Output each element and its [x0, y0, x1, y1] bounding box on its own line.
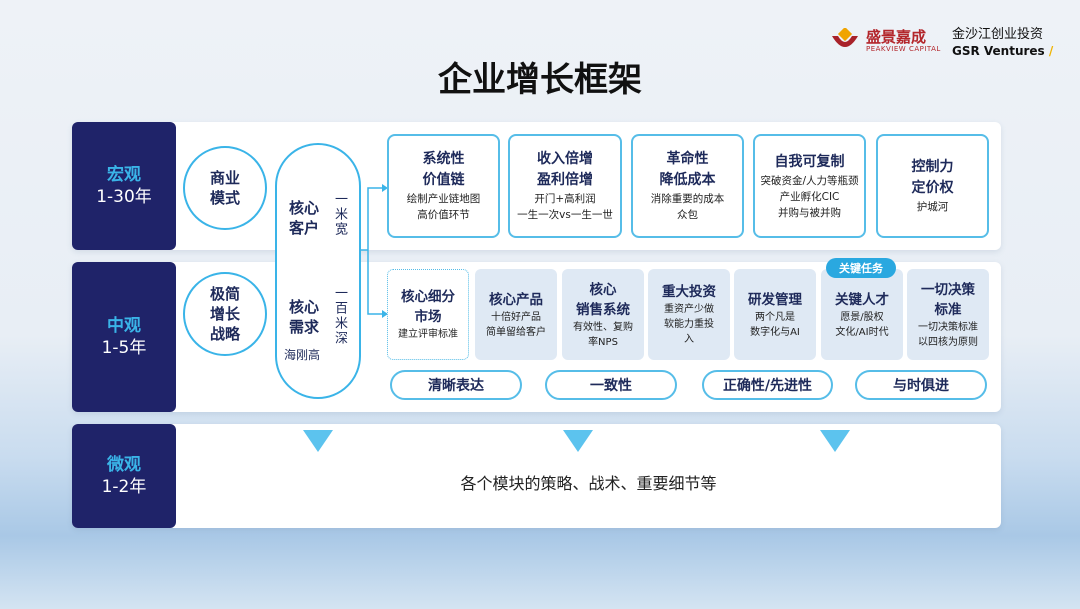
card-title: 降低成本 [659, 172, 716, 188]
card-subtitle: 愿景/股权 [840, 311, 884, 323]
card-title: 自我可复制 [774, 153, 845, 170]
core-need-note: 一百米深 [332, 286, 347, 346]
down-arrow-icon [820, 430, 850, 452]
growth-strategy-circle: 极简增长战略 [183, 272, 267, 356]
meso-card: 关键人才愿景/股权文化/AI时代 [821, 269, 903, 360]
business-model-circle: 商业模式 [183, 146, 267, 230]
macro-card: 控制力定价权护城河 [876, 134, 989, 238]
card-subtitle: 开门+高利润 [534, 193, 596, 205]
peakview-name-en: PEAKVIEW CAPITAL [866, 45, 941, 53]
card-subtitle: 文化/AI时代 [835, 326, 889, 338]
card-subtitle: 突破资金/人力等瓶颈 [760, 174, 859, 187]
card-title: 盈利倍增 [537, 172, 593, 188]
macro-card: 革命性降低成本消除重要的成本众包 [631, 134, 744, 238]
macro-card: 收入倍增盈利倍增开门+高利润一生一次vs一生一世 [508, 134, 622, 238]
card-subtitle: 软能力重投 [664, 319, 714, 330]
meso-card: 一切决策标准一切决策标准以四核为原则 [907, 269, 989, 360]
card-subtitle: 有效性、复购 [573, 321, 633, 333]
card-title: 系统性 [422, 151, 465, 167]
peakview-logo: 盛景嘉成 PEAKVIEW CAPITAL [830, 26, 941, 54]
core-customer-note: 一米宽 [332, 192, 347, 237]
card-subtitle: 绘制产业链地图 [406, 193, 481, 205]
card-title: 控制力 [911, 159, 954, 175]
card-title: 价值链 [422, 172, 465, 188]
card-subtitle: 高价值环节 [417, 209, 470, 221]
card-title: 重大投资 [662, 284, 716, 300]
peakview-mark-icon [830, 26, 860, 54]
down-arrow-icon [563, 430, 593, 452]
card-title: 市场 [414, 309, 442, 325]
gsr-name: 金沙江创业投资 [952, 27, 1044, 42]
card-title: 关键人才 [835, 291, 889, 308]
core-pill [275, 143, 361, 399]
card-title: 一切决策 [921, 281, 975, 298]
card-title: 收入倍增 [537, 151, 593, 167]
card-title: 核心产品 [489, 291, 543, 308]
card-title: 定价权 [911, 180, 954, 196]
macro-card: 系统性价值链绘制产业链地图高价值环节 [387, 134, 500, 238]
meso-card: 核心产品十倍好产品简单留给客户 [475, 269, 557, 360]
card-subtitle: 率NPS [588, 336, 618, 348]
card-subtitle: 重资产少做 [664, 304, 714, 315]
meso-card: 重大投资重资产少做软能力重投入 [648, 269, 730, 360]
card-subtitle: 建立评审标准 [398, 329, 458, 340]
gsr-logo: 金沙江创业投资 GSR Ventures / [952, 27, 1053, 59]
principle-pill: 一致性 [545, 370, 677, 400]
branch-connector-icon [360, 184, 388, 318]
card-subtitle: 并购与被并购 [778, 206, 841, 219]
principle-pill: 与时俱进 [855, 370, 987, 400]
card-title: 标准 [934, 301, 962, 318]
card-subtitle: 一切决策标准 [918, 321, 978, 333]
card-title: 销售系统 [576, 301, 630, 318]
card-subtitle: 护城河 [916, 201, 949, 213]
card-subtitle: 产业孵化CIC [779, 190, 840, 203]
card-subtitle: 入 [684, 334, 694, 345]
slash-icon: / [1048, 44, 1054, 58]
card-title: 核心细分 [401, 289, 455, 305]
key-task-badge: 关键任务 [826, 258, 896, 278]
macro-card: 自我可复制突破资金/人力等瓶颈产业孵化CIC 并购与被并购 [753, 134, 866, 238]
card-subtitle: 以四核为原则 [918, 336, 978, 348]
meso-card: 核心细分市场建立评审标准 [387, 269, 469, 360]
peakview-name: 盛景嘉成 [866, 28, 927, 46]
gsr-name-en: GSR Ventures [952, 44, 1045, 58]
card-subtitle: 数字化与AI [750, 326, 800, 338]
core-need-sub: 海刚高 [284, 348, 321, 362]
card-subtitle: 消除重要的成本 [650, 193, 725, 205]
card-subtitle: 十倍好产品 [491, 311, 541, 323]
card-subtitle: 两个凡是 [755, 311, 795, 323]
card-title: 研发管理 [748, 291, 802, 308]
meso-card: 核心销售系统有效性、复购率NPS [562, 269, 644, 360]
principle-pill: 清晰表达 [390, 370, 522, 400]
core-customer: 核心客户 [289, 199, 320, 237]
down-arrow-icon [303, 430, 333, 452]
page-title: 企业增长框架 [438, 60, 642, 100]
card-subtitle: 简单留给客户 [486, 326, 546, 338]
meso-card: 研发管理两个凡是数字化与AI [734, 269, 816, 360]
card-title: 核心 [589, 281, 617, 298]
micro-text: 各个模块的策略、战术、重要细节等 [460, 474, 717, 493]
card-title: 革命性 [666, 151, 709, 167]
card-subtitle: 一生一次vs一生一世 [517, 209, 613, 221]
principle-pill: 正确性/先进性 [702, 370, 833, 400]
core-need: 核心需求 [289, 298, 320, 336]
card-subtitle: 众包 [677, 209, 698, 221]
